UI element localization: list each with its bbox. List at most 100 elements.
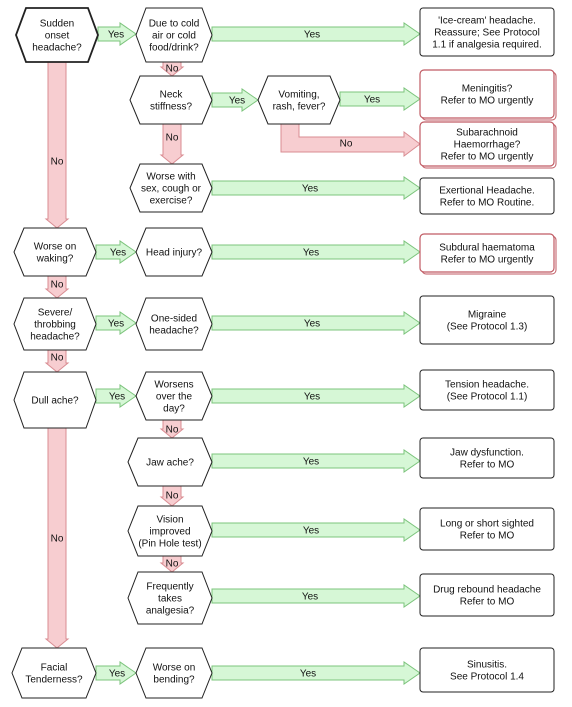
arrow-label: Yes bbox=[304, 392, 320, 403]
node-text-line: food/drink? bbox=[149, 43, 199, 54]
node-text-line: Jaw dysfunction. bbox=[450, 448, 524, 459]
arrow-label: Yes bbox=[109, 392, 125, 403]
no-arrow-q_neck-to-q_sex: No bbox=[159, 123, 185, 165]
node-text-line: Drug rebound headache bbox=[433, 585, 541, 596]
node-text-line: stiffness? bbox=[150, 102, 192, 113]
yes-arrow-q_analgesia-to-o_rebound: Yes bbox=[211, 584, 421, 608]
yes-arrow-q_facial-to-q_bending: Yes bbox=[95, 661, 137, 685]
arrow-label: No bbox=[51, 353, 64, 364]
node-text-line: (See Protocol 1.3) bbox=[447, 322, 528, 333]
arrow-label: Yes bbox=[108, 30, 124, 41]
node-text-line: Facial bbox=[41, 663, 68, 674]
arrow-label: Yes bbox=[108, 319, 124, 330]
yes-arrow-q_vision-to-o_sighted: Yes bbox=[211, 518, 421, 542]
yes-arrow-q_neck-to-q_vomit: Yes bbox=[211, 88, 259, 112]
no-arrow-q_sudden-to-q_waking: No bbox=[44, 61, 70, 229]
node-text-line: Jaw ache? bbox=[146, 458, 194, 469]
node-text-line: bending? bbox=[153, 675, 195, 686]
arrow-label: Yes bbox=[364, 95, 380, 106]
arrow-label: No bbox=[340, 139, 353, 150]
yes-arrow-q_sudden-to-q_cold: Yes bbox=[97, 22, 137, 46]
node-text-line: Head injury? bbox=[146, 248, 203, 259]
question-dull: Dull ache? bbox=[13, 371, 97, 429]
question-jaw: Jaw ache? bbox=[127, 437, 213, 487]
node-text-line: Reassure; See Protocol bbox=[434, 28, 540, 39]
arrow-label: No bbox=[166, 559, 179, 570]
node-text-line: Vision bbox=[156, 515, 183, 526]
node-text-line: Worse on bbox=[153, 663, 196, 674]
arrow-label: Yes bbox=[109, 669, 125, 680]
no-arrow-q_cold-to-q_neck: No bbox=[159, 61, 185, 77]
node-text-line: Sinusitis. bbox=[467, 660, 507, 671]
node-text-line: See Protocol 1.4 bbox=[450, 672, 524, 683]
node-text-line: improved bbox=[149, 527, 190, 538]
node-text-line: analgesia? bbox=[146, 606, 195, 617]
outcome-tension: Tension headache.(See Protocol 1.1) bbox=[419, 369, 555, 411]
node-text-line: Severe/ bbox=[38, 308, 73, 319]
arrow-label: Yes bbox=[229, 96, 245, 107]
yes-arrow-q_injury-to-o_subdural: Yes bbox=[211, 240, 421, 264]
yes-arrow-q_cold-to-o_icecream: Yes bbox=[211, 22, 421, 46]
outcome-exertional: Exertional Headache.Refer to MO Routine. bbox=[419, 177, 555, 215]
outcome-sinusitis: Sinusitis.See Protocol 1.4 bbox=[419, 647, 555, 693]
question-vomit: Vomiting,rash, fever? bbox=[257, 75, 341, 125]
node-text-line: Refer to MO urgently bbox=[441, 96, 534, 107]
node-text-line: Tension headache. bbox=[445, 380, 529, 391]
outcome-icecream: 'Ice-cream' headache.Reassure; See Proto… bbox=[419, 7, 555, 57]
yes-arrow-q_sex-to-o_exertional: Yes bbox=[211, 176, 421, 200]
node-text-line: air or cold bbox=[152, 31, 196, 42]
node-text-line: Due to cold bbox=[149, 19, 200, 30]
arrow-label: Yes bbox=[304, 30, 320, 41]
arrow-label: No bbox=[166, 425, 179, 436]
yes-arrow-q_dull-to-q_worsens: Yes bbox=[95, 384, 137, 408]
outcome-migraine: Migraine(See Protocol 1.3) bbox=[419, 295, 555, 345]
node-text-line: headache? bbox=[32, 43, 82, 54]
no-arrow-q_jaw-to-q_vision: No bbox=[159, 485, 185, 507]
yes-arrow-q_severe-to-q_onesided: Yes bbox=[95, 311, 137, 335]
arrow-label: No bbox=[166, 64, 179, 75]
node-text-line: Meningitis? bbox=[462, 84, 513, 95]
node-text-line: Worsens bbox=[154, 380, 193, 391]
node-text-line: headache? bbox=[149, 326, 199, 337]
node-text-line: Worse on bbox=[34, 242, 77, 253]
no-arrow-q_vision-to-q_analgesia: No bbox=[159, 555, 185, 573]
no-arrow-q_worsens-to-q_jaw: No bbox=[159, 419, 185, 439]
node-text-line: takes bbox=[158, 594, 182, 605]
arrow-label: Yes bbox=[302, 184, 318, 195]
arrow-label: Yes bbox=[302, 592, 318, 603]
arrow-label: Yes bbox=[303, 526, 319, 537]
arrow-label: Yes bbox=[110, 248, 126, 259]
arrow-label: Yes bbox=[303, 457, 319, 468]
no-arrow-q_severe-to-q_dull: No bbox=[44, 349, 70, 373]
node-text-line: waking? bbox=[36, 254, 74, 265]
node-text-line: headache? bbox=[30, 332, 80, 343]
yes-arrow-q_jaw-to-o_jaw: Yes bbox=[211, 449, 421, 473]
node-text-line: Exertional Headache. bbox=[439, 186, 535, 197]
arrow-label: Yes bbox=[300, 669, 316, 680]
node-text-line: Worse with bbox=[146, 172, 195, 183]
node-text-line: Subarachnoid bbox=[456, 128, 518, 139]
node-text-line: 'Ice-cream' headache. bbox=[438, 16, 536, 27]
no-arrow-q_dull-to-q_facial: No bbox=[44, 427, 70, 649]
no-arrow-q_waking-to-q_severe: No bbox=[44, 275, 70, 299]
node-text-line: Long or short sighted bbox=[440, 519, 534, 530]
node-text-line: rash, fever? bbox=[273, 102, 326, 113]
node-text-line: Refer to MO urgently bbox=[441, 255, 534, 266]
arrow-label: No bbox=[51, 280, 64, 291]
node-text-line: Sudden bbox=[40, 19, 74, 30]
arrow-label: No bbox=[166, 133, 179, 144]
